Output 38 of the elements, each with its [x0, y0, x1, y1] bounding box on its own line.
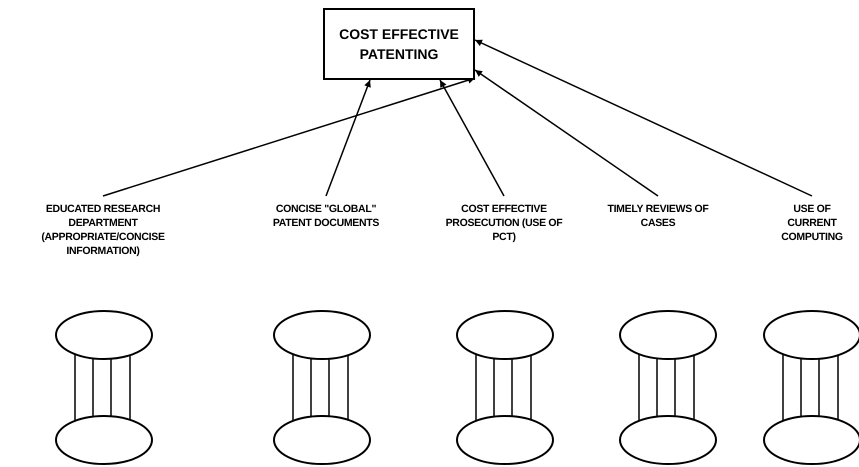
connector-line — [129, 355, 131, 420]
factor-label: TIMELY REVIEWS OF CASES — [600, 202, 716, 232]
empty-ellipse — [619, 415, 717, 465]
connector-line — [530, 355, 532, 420]
connector-line — [800, 358, 802, 417]
goal-box: COST EFFECTIVE PATENTING — [323, 8, 475, 80]
connector-line — [511, 358, 513, 416]
connector-line — [782, 354, 784, 421]
arrow — [325, 80, 371, 196]
connector-line — [674, 358, 676, 416]
connector-line — [837, 355, 839, 420]
factor-label: USE OF CURRENT COMPUTING — [770, 202, 854, 246]
empty-ellipse — [55, 310, 153, 360]
arrow — [439, 80, 505, 196]
connector-line — [328, 358, 330, 416]
connector-line — [475, 354, 477, 421]
empty-ellipse — [55, 415, 153, 465]
arrow — [474, 39, 812, 197]
empty-ellipse — [456, 415, 554, 465]
connector-line — [110, 358, 112, 416]
connector-line — [693, 355, 695, 420]
connector-line — [656, 358, 658, 417]
connector-line — [493, 358, 495, 417]
empty-ellipse — [273, 415, 371, 465]
connector-line — [74, 354, 76, 421]
connector-line — [638, 354, 640, 421]
factor-label: COST EFFECTIVE PROSECUTION (USE OF PCT) — [433, 202, 575, 246]
connector-line — [92, 358, 94, 417]
connector-line — [310, 358, 312, 417]
factor-label: EDUCATED RESEARCH DEPARTMENT (APPROPRIATE/CONCISE INFORMATION) — [18, 202, 188, 258]
empty-ellipse — [273, 310, 371, 360]
connector-line — [347, 355, 349, 420]
empty-ellipse — [619, 310, 717, 360]
factor-label: CONCISE "GLOBAL" PATENT DOCUMENTS — [256, 202, 396, 246]
connector-line — [818, 358, 820, 416]
connector-line — [292, 354, 294, 421]
arrow — [474, 69, 658, 197]
empty-ellipse — [456, 310, 554, 360]
